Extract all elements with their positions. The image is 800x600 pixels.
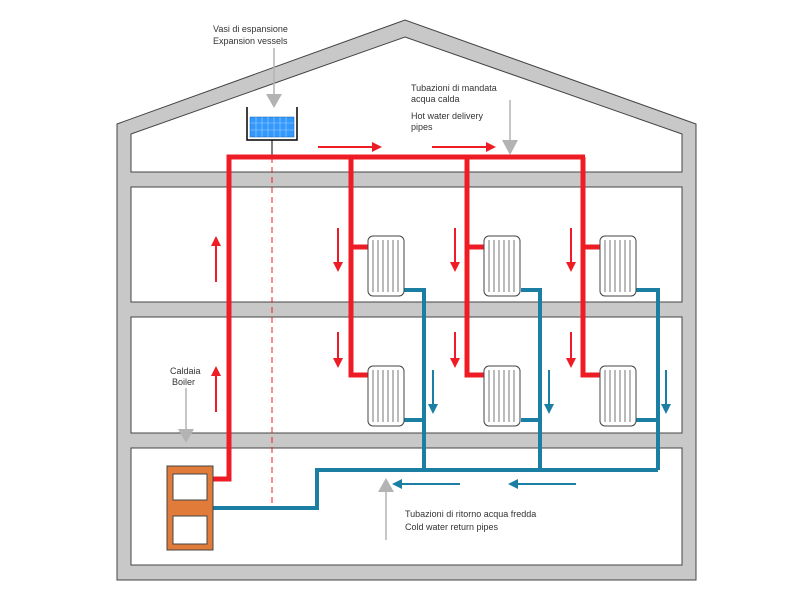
cold-return-main <box>213 468 658 510</box>
label-return-it: Tubazioni di ritorno acqua fredda <box>405 509 536 519</box>
arrow-down-blue-1 <box>428 370 438 414</box>
pointer-expansion <box>266 48 282 108</box>
pointer-return <box>378 478 394 540</box>
hot-drop-2 <box>464 157 484 378</box>
label-expansion-it: Vasi di espansione <box>213 24 288 34</box>
cold-riser-3 <box>636 288 660 470</box>
arrow-down-1a <box>333 228 343 272</box>
hot-water-pipes <box>213 154 600 482</box>
label-expansion-en: Expansion vessels <box>213 36 288 46</box>
arrow-down-3a <box>566 228 576 272</box>
arrow-left-blue-1 <box>392 479 460 489</box>
label-delivery-it-1: Tubazioni di mandata <box>411 83 497 93</box>
arrow-up-lower <box>211 366 221 412</box>
cold-riser-1 <box>404 288 426 470</box>
cold-flow-arrows <box>392 370 671 489</box>
label-return-en: Cold water return pipes <box>405 522 499 532</box>
arrow-up-upper <box>211 236 221 282</box>
label-delivery-en-1: Hot water delivery <box>411 111 484 121</box>
boiler-panel-top <box>172 473 208 501</box>
arrow-down-3b <box>566 332 576 368</box>
arrow-down-blue-3 <box>661 370 671 414</box>
radiator-floor3-c <box>599 235 637 297</box>
boiler <box>166 465 214 551</box>
label-boiler-en: Boiler <box>172 377 195 387</box>
arrow-left-blue-2 <box>508 479 576 489</box>
radiator-floor2-a <box>367 365 405 427</box>
label-boiler-it: Caldaia <box>170 366 201 376</box>
expansion-vessel-grid <box>250 117 294 137</box>
radiator-floor3-a <box>367 235 405 297</box>
cold-riser-2 <box>521 288 542 470</box>
arrow-down-1b <box>333 332 343 368</box>
pointer-delivery <box>502 100 518 155</box>
cold-water-pipes <box>213 288 660 510</box>
hot-drop-3 <box>580 157 600 378</box>
radiator-floor2-b <box>483 365 521 427</box>
label-delivery-en-2: pipes <box>411 122 433 132</box>
arrow-down-2a <box>450 228 460 272</box>
text-labels: Vasi di espansione Expansion vessels Tub… <box>170 24 536 532</box>
arrow-down-2b <box>450 332 460 368</box>
arrow-right-2 <box>432 142 496 152</box>
boiler-panel-bottom <box>172 515 208 545</box>
attic-space <box>130 36 683 173</box>
radiator-floor2-c <box>599 365 637 427</box>
hot-flow-arrows <box>211 142 576 412</box>
arrow-down-blue-2 <box>544 370 554 414</box>
pointer-boiler <box>178 388 194 443</box>
callout-pointers <box>178 48 518 540</box>
label-delivery-it-2: acqua calda <box>411 94 460 104</box>
radiator-floor3-b <box>483 235 521 297</box>
hot-drop-1 <box>348 157 370 378</box>
arrow-right-1 <box>318 142 382 152</box>
expansion-vessel-water <box>249 116 295 138</box>
hot-riser-main <box>213 154 585 482</box>
